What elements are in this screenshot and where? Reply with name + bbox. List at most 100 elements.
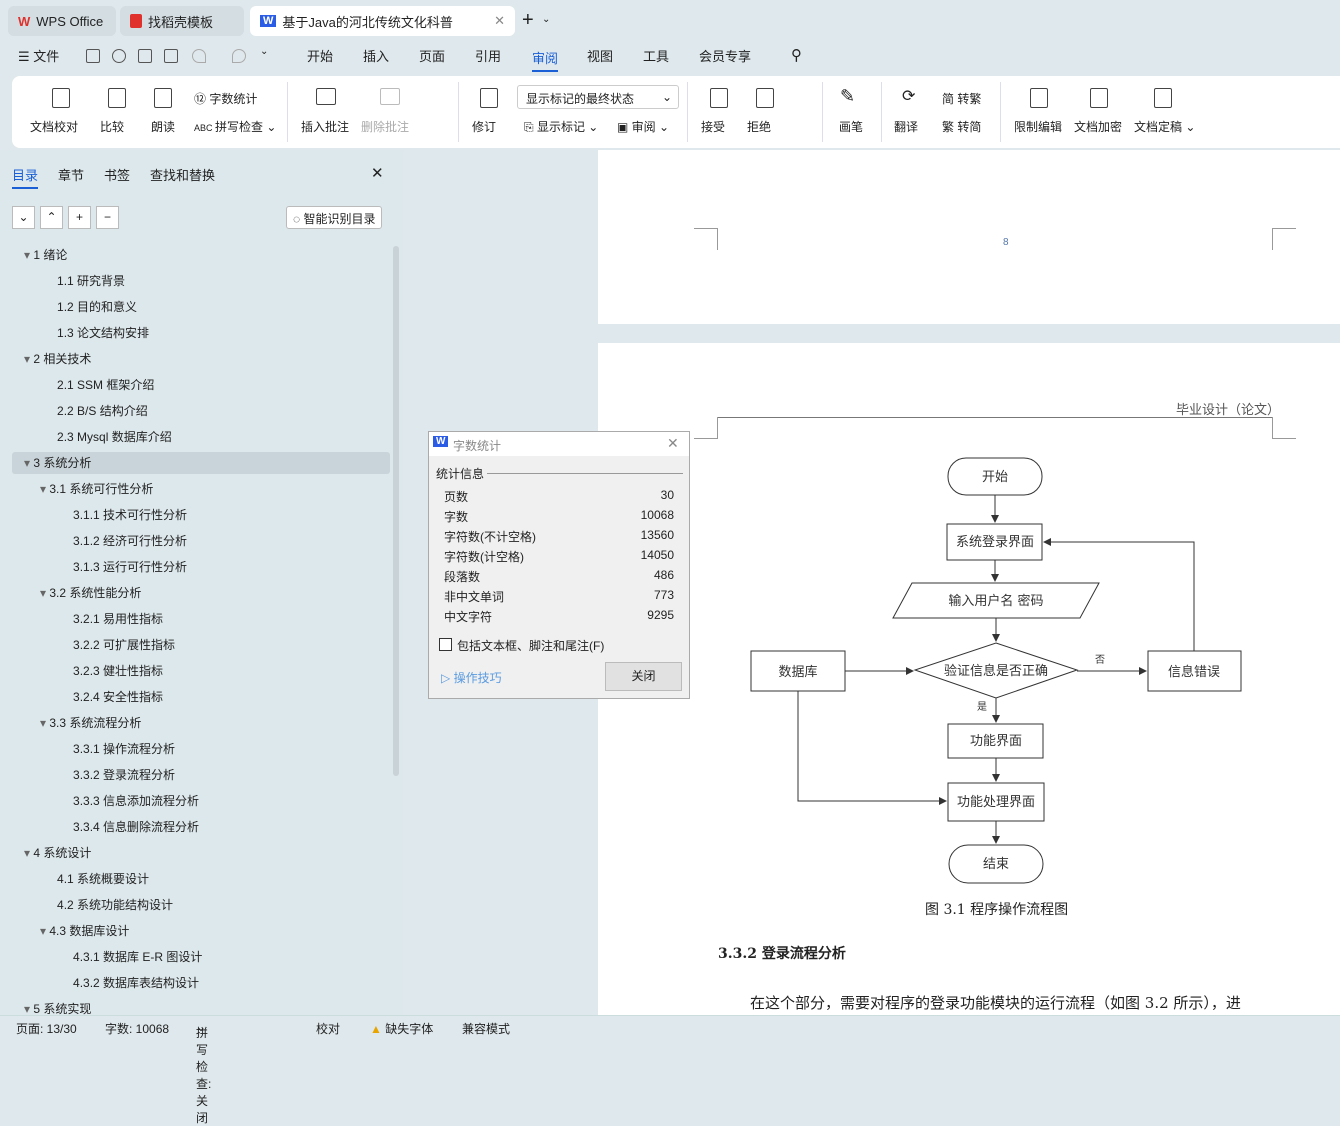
print-preview-icon[interactable] (164, 49, 178, 63)
toc-item[interactable]: 3.1.1 技术可行性分析 (63, 508, 187, 522)
toc-item[interactable]: 3.2.3 健壮性指标 (63, 664, 163, 678)
word-count-button[interactable]: ⑫ 字数统计 (194, 92, 258, 106)
menu-reference[interactable]: 引用 (475, 48, 502, 64)
toc-item[interactable]: ▾ 4.3 数据库设计 (40, 924, 129, 938)
toc-item[interactable]: 1.1 研究背景 (47, 274, 125, 288)
toc-item[interactable]: 3.3.4 信息删除流程分析 (63, 820, 199, 834)
proofread-button[interactable]: 文档校对 (30, 120, 79, 134)
collapse-arrow-icon[interactable]: ▾ (40, 586, 50, 600)
markup-state-select[interactable]: 显示标记的最终状态⌄ (517, 85, 679, 109)
finalize-button[interactable]: 文档定稿 ⌄ (1134, 120, 1196, 134)
toc-item[interactable]: 3.1.3 运行可行性分析 (63, 560, 187, 574)
toc-item[interactable]: 2.1 SSM 框架介绍 (47, 378, 154, 392)
collapse-all-icon[interactable]: ⌄ (12, 206, 35, 229)
page-indicator[interactable]: 页面: 13/30 (16, 1022, 77, 1036)
collapse-arrow-icon[interactable]: ▾ (24, 352, 34, 366)
toc-item[interactable]: 4.3.2 数据库表结构设计 (63, 976, 199, 990)
delete-comment-button[interactable]: 删除批注 (361, 120, 410, 134)
accept-button[interactable]: 接受 (701, 120, 726, 134)
menu-view[interactable]: 视图 (587, 48, 614, 64)
menu-page[interactable]: 页面 (419, 48, 446, 64)
to-traditional-button[interactable]: 简 转繁 (942, 92, 982, 106)
scrollbar[interactable] (393, 246, 399, 776)
reject-button[interactable]: 拒绝 (747, 120, 772, 134)
insert-comment-button[interactable]: 插入批注 (301, 120, 350, 134)
to-simplified-button[interactable]: 繁 转简 (942, 120, 982, 134)
missing-font-indicator[interactable]: ▲ 缺失字体 (370, 1022, 434, 1036)
read-aloud-button[interactable]: 朗读 (151, 120, 176, 134)
redo-icon[interactable] (232, 49, 246, 63)
word-count-indicator[interactable]: 字数: 10068 (105, 1022, 170, 1036)
close-icon[interactable]: ✕ (494, 13, 505, 28)
chevron-up-icon[interactable]: ⌃ (40, 206, 63, 229)
search-icon[interactable]: ⚲ (791, 47, 802, 64)
chevron-down-icon[interactable]: ⌄ (542, 14, 551, 25)
tab-templates[interactable]: 找稻壳模板 (120, 6, 244, 36)
toc-item[interactable]: 3.2.4 安全性指标 (63, 690, 163, 704)
spell-check-button[interactable]: ABC 拼写检查 ⌄ (194, 120, 277, 134)
document-page[interactable]: 毕业设计（论文） 图 3.1 程序操作流程图 3.3.2 登录流程分析 在这个部… (598, 343, 1340, 1015)
share-icon[interactable] (112, 49, 126, 63)
new-tab-plus-icon[interactable]: + (522, 9, 534, 31)
toc-item[interactable]: 3.3.2 登录流程分析 (63, 768, 175, 782)
collapse-arrow-icon[interactable]: ▾ (40, 924, 50, 938)
review-pane-button[interactable]: ▣ 审阅 ⌄ (617, 120, 670, 134)
toc-item[interactable]: 4.2 系统功能结构设计 (47, 898, 173, 912)
encrypt-button[interactable]: 文档加密 (1074, 120, 1123, 134)
toc-item[interactable]: 1.2 目的和意义 (47, 300, 137, 314)
toc-item[interactable]: 1.3 论文结构安排 (47, 326, 149, 340)
collapse-arrow-icon[interactable]: ▾ (24, 456, 34, 470)
toc-item[interactable]: 3.1.2 经济可行性分析 (63, 534, 187, 548)
tab-chapter[interactable]: 章节 (58, 168, 85, 183)
toc-item[interactable]: ▾ 3 系统分析 (24, 456, 91, 470)
proofread-indicator[interactable]: 校对 (316, 1022, 341, 1036)
tips-link[interactable]: ▷ 操作技巧 (441, 671, 502, 685)
tab-find-replace[interactable]: 查找和替换 (150, 168, 216, 183)
file-menu[interactable]: ☰ 文件 (18, 48, 60, 64)
collapse-arrow-icon[interactable]: ▾ (40, 716, 50, 730)
toc-item[interactable]: ▾ 3.2 系统性能分析 (40, 586, 141, 600)
undo-icon[interactable] (192, 49, 206, 63)
spell-check-toggle[interactable]: 拼写检查: 关闭 ⌄ (196, 1020, 212, 1125)
add-icon[interactable]: + (68, 206, 91, 229)
toc-item[interactable]: 3.2.1 易用性指标 (63, 612, 163, 626)
menu-member[interactable]: 会员专享 (699, 48, 752, 64)
toc-item[interactable]: ▾ 4 系统设计 (24, 846, 91, 860)
tab-bookmark[interactable]: 书签 (104, 168, 131, 183)
toc-item[interactable]: 3.3.1 操作流程分析 (63, 742, 175, 756)
collapse-arrow-icon[interactable]: ▾ (40, 482, 50, 496)
toc-item[interactable]: 2.3 Mysql 数据库介绍 (47, 430, 172, 444)
toc-item[interactable]: 2.2 B/S 结构介绍 (47, 404, 148, 418)
toc-item[interactable]: ▾ 3.3 系统流程分析 (40, 716, 141, 730)
menu-insert[interactable]: 插入 (363, 48, 390, 64)
toc-item[interactable]: ▾ 3.1 系统可行性分析 (40, 482, 153, 496)
collapse-arrow-icon[interactable]: ▾ (24, 846, 34, 860)
revise-button[interactable]: 修订 (472, 120, 497, 134)
compare-button[interactable]: 比较 (100, 120, 125, 134)
close-button[interactable]: 关闭 (605, 662, 682, 691)
remove-icon[interactable]: − (96, 206, 119, 229)
toc-item[interactable]: ▾ 2 相关技术 (24, 352, 91, 366)
print-icon[interactable] (138, 49, 152, 63)
translate-button[interactable]: 翻译 (894, 120, 919, 134)
document-page[interactable]: 8 (598, 150, 1340, 324)
collapse-arrow-icon[interactable]: ▾ (24, 1002, 34, 1015)
tab-toc[interactable]: 目录 (12, 165, 39, 189)
close-icon[interactable]: ✕ (371, 165, 384, 182)
collapse-arrow-icon[interactable]: ▾ (24, 248, 34, 262)
show-markup-button[interactable]: ⎘ 显示标记 ⌄ (524, 120, 599, 134)
save-icon[interactable] (86, 49, 100, 63)
close-icon[interactable]: ✕ (667, 435, 679, 451)
pen-button[interactable]: 画笔 (839, 120, 864, 134)
chevron-down-icon[interactable]: ⌄ (260, 46, 269, 57)
include-footnotes-checkbox[interactable] (439, 638, 452, 651)
toc-item[interactable]: 3.3.3 信息添加流程分析 (63, 794, 199, 808)
toc-item[interactable]: 4.3.1 数据库 E-R 图设计 (63, 950, 202, 964)
smart-toc-button[interactable]: ◌ 智能识别目录 (286, 206, 383, 229)
menu-review[interactable]: 审阅 (532, 48, 559, 72)
restrict-edit-button[interactable]: 限制编辑 (1014, 120, 1063, 134)
toc-item[interactable]: ▾ 5 系统实现 (24, 1002, 91, 1015)
menu-start[interactable]: 开始 (307, 48, 334, 64)
